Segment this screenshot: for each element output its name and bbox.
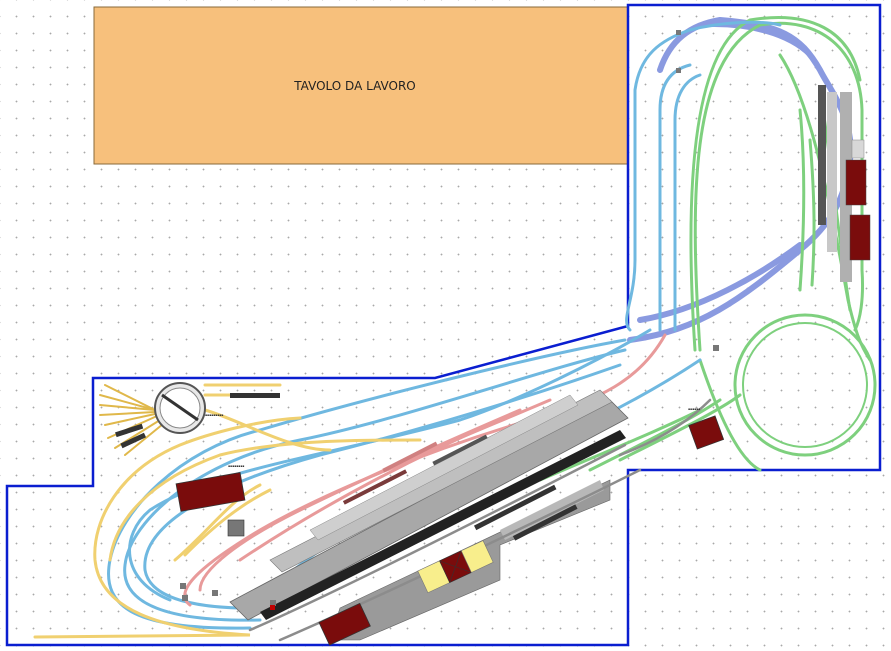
building-icon	[318, 602, 371, 646]
building-icon	[175, 472, 246, 512]
track-green-9	[588, 398, 722, 472]
track-green-group	[538, 16, 877, 482]
spur-3	[99, 404, 156, 411]
turntable-icon	[154, 382, 206, 434]
track-blue-3	[673, 73, 702, 332]
track-yellow-3	[203, 408, 332, 452]
track-blue-1	[625, 20, 782, 332]
rolling-stock-yard	[115, 393, 280, 449]
annotation-yard: ▪▪▪▪▪▪▪▪	[228, 464, 244, 468]
track-blue-2	[658, 63, 692, 332]
spur-2	[99, 394, 156, 411]
spur-8	[124, 423, 164, 456]
track-gray-3	[618, 398, 712, 457]
right-station	[818, 85, 871, 282]
track-blue-5	[123, 348, 627, 622]
track-green-1	[693, 21, 864, 352]
station-yellow-block	[417, 540, 494, 594]
track-green-loop-inner	[742, 322, 868, 448]
turntable-spurs	[99, 384, 164, 456]
track-lavender-1	[627, 16, 854, 343]
platform-black-track	[260, 430, 626, 620]
station-building-2	[849, 214, 871, 261]
signal-box	[227, 519, 245, 537]
annotation-deposito: ▪▪▪▪▪▪▪▪▪	[205, 413, 223, 417]
track-green-8	[618, 393, 742, 462]
track-yellow-2	[108, 438, 422, 562]
platform-right-2	[827, 92, 837, 252]
buildings	[175, 415, 725, 646]
track-yellow-main	[33, 416, 302, 639]
room-outline	[5, 3, 882, 647]
track-yellow-6	[173, 483, 262, 562]
platform-right-3	[818, 85, 826, 225]
platform-main-2	[269, 389, 613, 573]
spur-5	[104, 413, 156, 426]
track-yellow-group	[33, 383, 422, 639]
track-green-7	[698, 358, 762, 472]
track-yellow-7	[183, 488, 272, 557]
track-pink-4	[238, 418, 502, 562]
track-green-4	[798, 108, 806, 292]
tiny-annotations: ▪▪▪▪▪▪▪▪▪ ▪▪▪▪▪▪▪▪ ▪▪▪▪▪▪	[205, 407, 700, 468]
track-bumpers	[180, 30, 719, 610]
track-green-3	[778, 53, 872, 362]
station-annex	[851, 139, 865, 159]
track-green-2	[689, 16, 862, 352]
track-gray-1	[248, 443, 627, 632]
track-lavender-group	[627, 16, 854, 343]
annotation-right: ▪▪▪▪▪▪	[688, 407, 700, 411]
track-green-5	[808, 138, 816, 287]
spur-4	[99, 411, 156, 416]
station-building-1	[845, 159, 867, 206]
building-icon	[688, 415, 725, 450]
track-green-loop	[733, 313, 877, 457]
rolling-stock-main	[342, 434, 578, 541]
track-blue-6	[128, 328, 652, 602]
spur-1	[104, 384, 156, 411]
track-green-10	[538, 408, 702, 482]
workbench: TAVOLO DA LAVORO	[93, 6, 629, 165]
track-pink-group	[183, 333, 667, 607]
workbench-label: TAVOLO DA LAVORO	[293, 79, 415, 93]
